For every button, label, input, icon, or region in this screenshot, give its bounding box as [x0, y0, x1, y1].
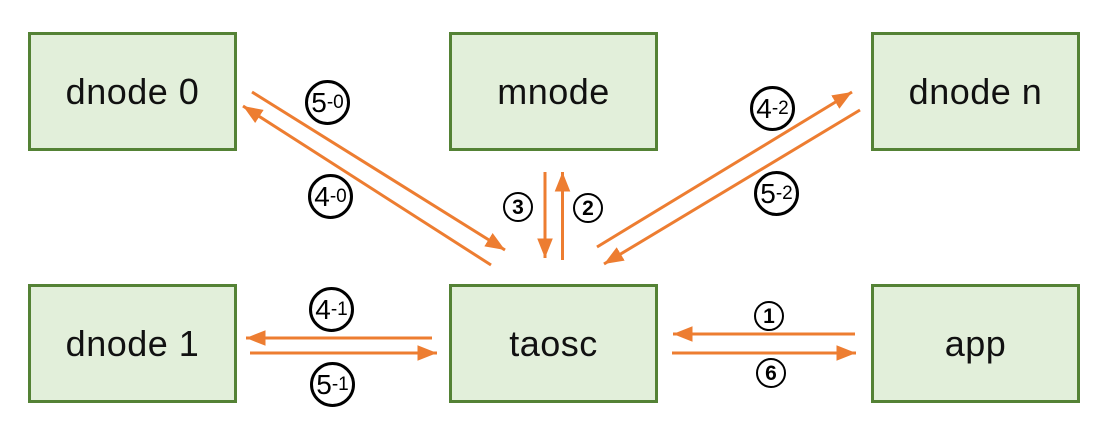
edge-label-4-1-suffix: -1 — [330, 299, 348, 320]
edge-label-5-2-suffix: -2 — [775, 183, 793, 204]
node-taosc-label: taosc — [509, 322, 598, 364]
edge-label-4-0-suffix: -0 — [329, 186, 347, 207]
node-dnode0-label: dnode 0 — [65, 70, 200, 112]
edge-label-4-2-suffix: -2 — [771, 98, 789, 119]
edge-label-1: 1 — [754, 301, 784, 331]
node-mnode-label: mnode — [497, 70, 610, 112]
edge-label-6-main: 6 — [765, 361, 777, 385]
edge-label-3-main: 3 — [512, 195, 524, 219]
edge-label-4-2: 4-2 — [750, 86, 795, 131]
edge-label-6: 6 — [756, 358, 786, 388]
edge-label-5-2: 5-2 — [754, 171, 799, 216]
edge-label-4-1: 4-1 — [309, 287, 354, 332]
node-dnode0: dnode 0 — [28, 32, 237, 151]
edge-label-5-0: 5-0 — [305, 80, 350, 125]
edge-label-5-0-suffix: -0 — [326, 92, 344, 113]
edge-label-4-0: 4-0 — [308, 174, 353, 219]
edge-label-4-0-main: 4 — [314, 180, 330, 212]
node-dnode1-label: dnode 1 — [65, 322, 200, 364]
edge-label-4-1-main: 4 — [315, 293, 331, 325]
edge-label-3: 3 — [503, 192, 533, 222]
edge-label-2: 2 — [573, 193, 603, 223]
node-dnode1: dnode 1 — [28, 284, 237, 403]
edge-label-5-1-main: 5 — [316, 368, 332, 400]
node-dnoden: dnode n — [871, 32, 1080, 151]
node-mnode: mnode — [449, 32, 658, 151]
edge-label-5-1: 5-1 — [310, 362, 355, 407]
node-app-label: app — [944, 322, 1007, 364]
edge-label-4-2-main: 4 — [756, 92, 772, 124]
node-app: app — [871, 284, 1080, 403]
node-taosc: taosc — [449, 284, 658, 403]
edge-label-5-2-main: 5 — [760, 177, 776, 209]
node-dnoden-label: dnode n — [908, 70, 1043, 112]
edge-label-5-1-suffix: -1 — [331, 374, 349, 395]
edge-label-1-main: 1 — [763, 304, 775, 328]
edge-label-2-main: 2 — [582, 196, 594, 220]
edge-label-5-0-main: 5 — [311, 86, 327, 118]
